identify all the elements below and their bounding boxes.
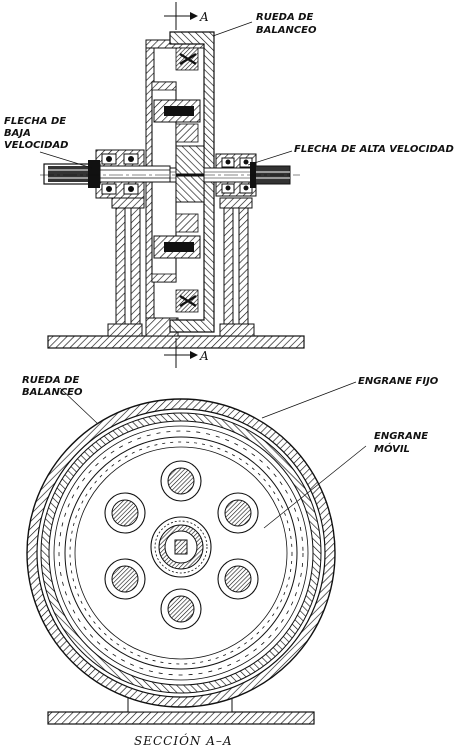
low-speed-shaft — [43, 160, 171, 188]
label-seccion-a-a: SECCIÓN A–A — [134, 732, 233, 748]
label-rueda-balanceo-bottom-2: BALANCEO — [22, 387, 83, 398]
section-marker-top — [164, 2, 198, 30]
planet-pin — [104, 492, 146, 534]
label-rueda-balanceo-top-1: RUEDA DE — [256, 12, 313, 23]
shaft-key — [174, 539, 188, 555]
section-marker-bottom — [164, 338, 198, 368]
label-rueda-balanceo-bottom-1: RUEDA DE — [22, 375, 79, 386]
base-plate-bottom — [47, 711, 315, 725]
planet-pin — [160, 460, 202, 502]
elevation-view: A A — [39, 2, 305, 368]
planet-pins — [104, 460, 259, 630]
planet-pin — [217, 558, 259, 600]
label-rueda-balanceo-top-2: BALANCEO — [256, 25, 317, 36]
label-flecha-baja-3: VELOCIDAD — [4, 140, 69, 151]
label-flecha-baja-1: FLECHA DE — [4, 116, 66, 127]
label-engrane-movil-1: ENGRANE — [374, 431, 428, 442]
section-letter-bottom: A — [199, 349, 210, 363]
left-support — [107, 197, 145, 337]
planet-pin — [104, 558, 146, 600]
label-engrane-fijo: ENGRANE FIJO — [358, 376, 439, 387]
planet-pin — [160, 588, 202, 630]
section-view — [26, 381, 367, 725]
central-hub — [150, 516, 212, 578]
planet-pin — [217, 492, 259, 534]
label-flecha-alta: FLECHA DE ALTA VELOCIDAD — [294, 144, 454, 155]
right-support — [219, 197, 255, 337]
section-letter-top: A — [199, 10, 210, 24]
label-flecha-baja-2: BAJA — [4, 128, 31, 139]
label-engrane-movil-2: MÓVIL — [374, 442, 410, 455]
fixed-gear-teeth-top — [175, 47, 199, 313]
